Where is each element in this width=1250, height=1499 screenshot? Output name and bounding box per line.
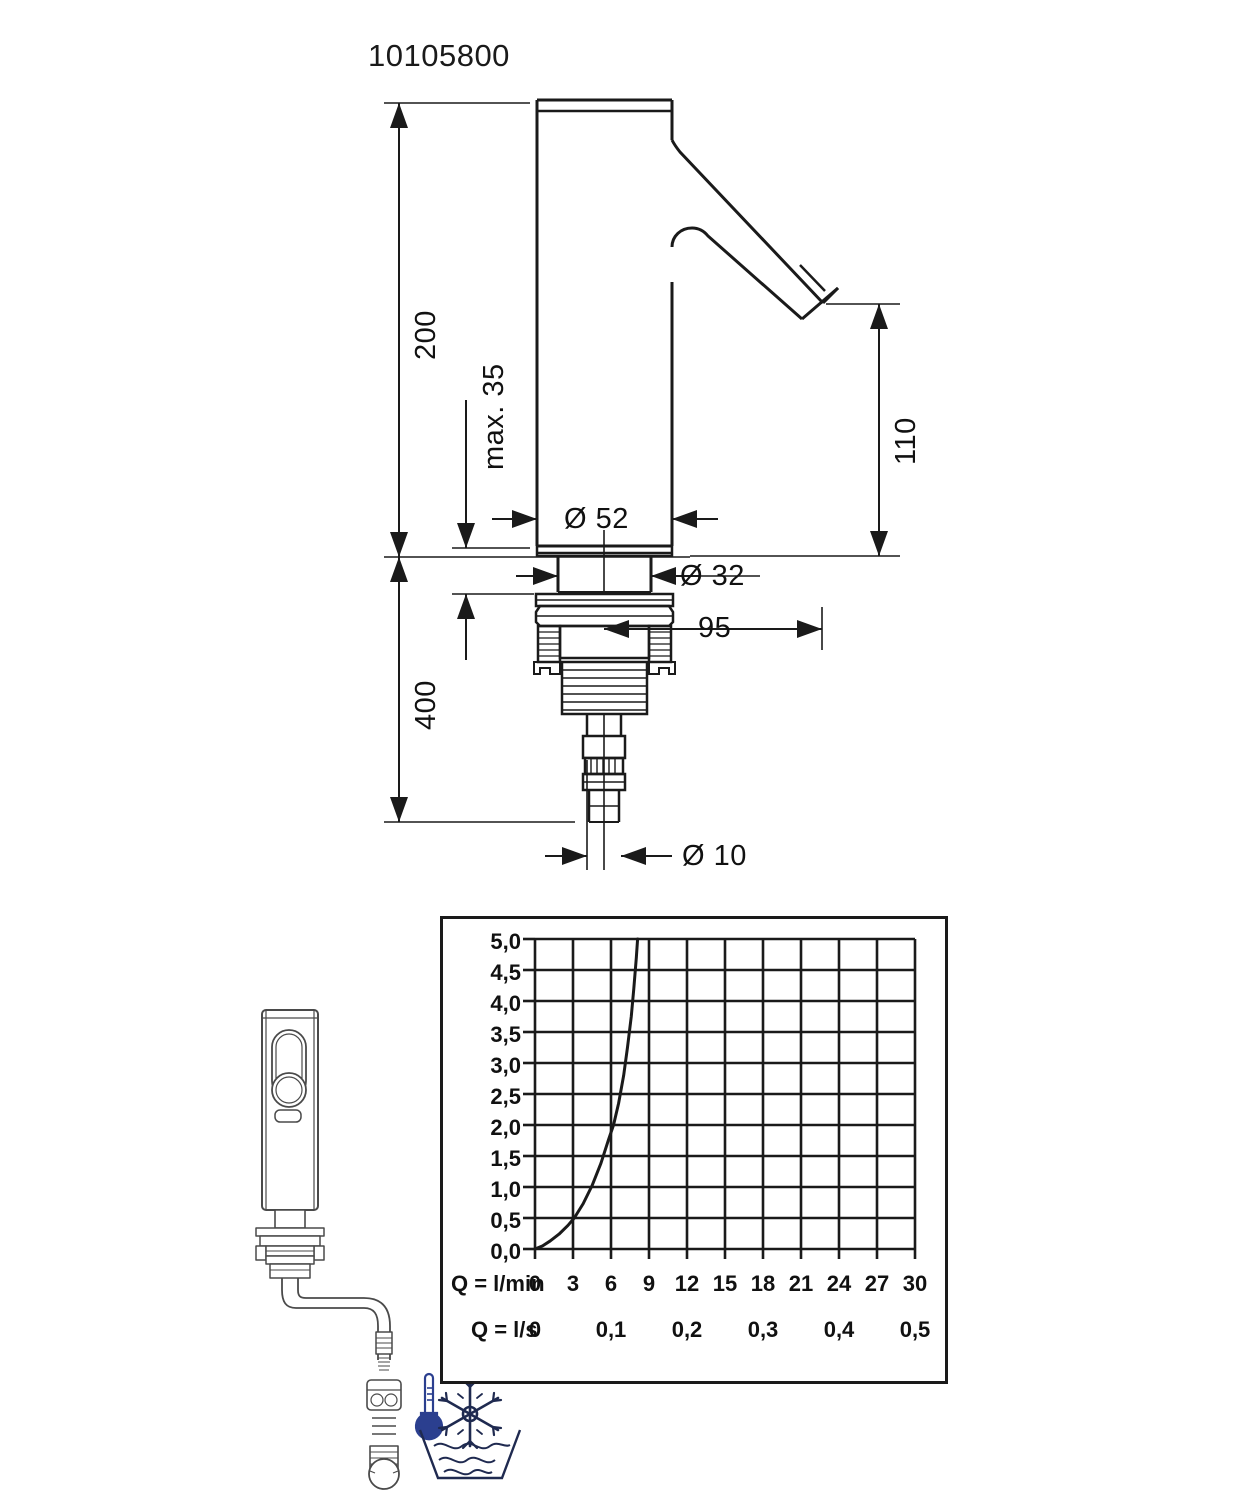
dim-label-dia-32: Ø 32 — [680, 560, 745, 592]
y-tick-3-5: 3,5 — [490, 1022, 521, 1047]
y-tick-1-0: 1,0 — [490, 1177, 521, 1202]
flexible-hose — [281, 1278, 391, 1360]
x-tick-18: 18 — [750, 1271, 776, 1296]
y-tick-3-0: 3,0 — [490, 1053, 521, 1078]
y-tick-2-5: 2,5 — [490, 1084, 521, 1109]
dim-line-200 — [390, 103, 408, 557]
extension-lines — [384, 102, 900, 870]
dim-label-95: 95 — [698, 612, 732, 644]
x-tick-3: 3 — [566, 1271, 580, 1296]
dim-line-110 — [870, 304, 888, 556]
faucet-body-outline — [535, 98, 674, 558]
x-tick-12: 12 — [674, 1271, 700, 1296]
x-tick-27: 27 — [864, 1271, 890, 1296]
product-code: 10105800 — [368, 38, 510, 73]
y-tick-4-5: 4,5 — [490, 960, 521, 985]
seal-washers — [372, 1417, 396, 1435]
hose-nut — [375, 1331, 393, 1371]
x-tick-21: 21 — [788, 1271, 814, 1296]
x-tick-9: 9 — [642, 1271, 656, 1296]
dim-line-max35 — [457, 400, 475, 660]
bottom-fitting — [368, 1445, 400, 1490]
chart-plot-area — [523, 937, 917, 1259]
mounting-shank — [556, 556, 653, 593]
chart-curve-path — [533, 937, 640, 1251]
cold-water-icon — [414, 1372, 522, 1480]
indicator-slot — [274, 1109, 302, 1123]
dim-line-dia32 — [516, 567, 700, 585]
basin-icon — [418, 1429, 522, 1480]
x2-tick-0-3: 0,3 — [747, 1317, 779, 1342]
x2-tick-0: 0 — [528, 1317, 542, 1342]
x2-tick-0-2: 0,2 — [671, 1317, 703, 1342]
faucet-elevation-drawing — [384, 98, 900, 870]
x-tick-30: 30 — [902, 1271, 928, 1296]
x-tick-15: 15 — [712, 1271, 738, 1296]
faucet-spout-outline — [670, 139, 840, 321]
y-tick-0-0: 0,0 — [490, 1239, 521, 1264]
x2-tick-0-1: 0,1 — [595, 1317, 627, 1342]
dim-label-200: 200 — [410, 310, 442, 360]
x2-tick-0-4: 0,4 — [823, 1317, 855, 1342]
y-tick-2-0: 2,0 — [490, 1115, 521, 1140]
chart-x-axis-label: Q = l/min — [451, 1271, 545, 1296]
strainer-part — [366, 1379, 402, 1411]
flow-pressure-chart: bar 5,0 4,5 4,0 3,5 3,0 2,5 2,0 1,5 1,0 … — [440, 916, 948, 1384]
chart-grid — [533, 937, 917, 1251]
chart-x-ticks — [533, 1249, 917, 1259]
product-shank — [274, 1209, 306, 1229]
dim-label-dia-52: Ø 52 — [564, 503, 629, 535]
x2-tick-0-5: 0,5 — [899, 1317, 931, 1342]
chart-x-axis-label-secondary: Q = l/s — [471, 1317, 538, 1342]
dim-label-max-35: max. 35 — [478, 363, 510, 470]
y-tick-5-0: 5,0 — [490, 929, 521, 954]
dim-label-110: 110 — [890, 417, 922, 465]
y-tick-0-5: 0,5 — [490, 1208, 521, 1233]
x-tick-24: 24 — [826, 1271, 852, 1296]
snowflake-icon — [437, 1378, 503, 1450]
dim-line-95 — [604, 620, 822, 638]
dim-line-dia52 — [492, 510, 718, 528]
dim-label-400: 400 — [410, 680, 442, 730]
sensor-eye — [271, 1072, 307, 1108]
valve-assembly — [533, 592, 676, 716]
product-front-view-drawing — [255, 1009, 402, 1490]
dim-label-dia-10: Ø 10 — [682, 840, 747, 872]
y-tick-4-0: 4,0 — [490, 991, 521, 1016]
chart-y-ticks — [523, 937, 535, 1251]
y-tick-1-5: 1,5 — [490, 1146, 521, 1171]
thermometer-icon — [414, 1372, 444, 1441]
product-mounting — [255, 1227, 325, 1279]
x-tick-0: 0 — [528, 1271, 542, 1296]
dim-line-dia10 — [545, 847, 672, 865]
dim-line-400 — [390, 557, 408, 822]
x-tick-6: 6 — [604, 1271, 618, 1296]
